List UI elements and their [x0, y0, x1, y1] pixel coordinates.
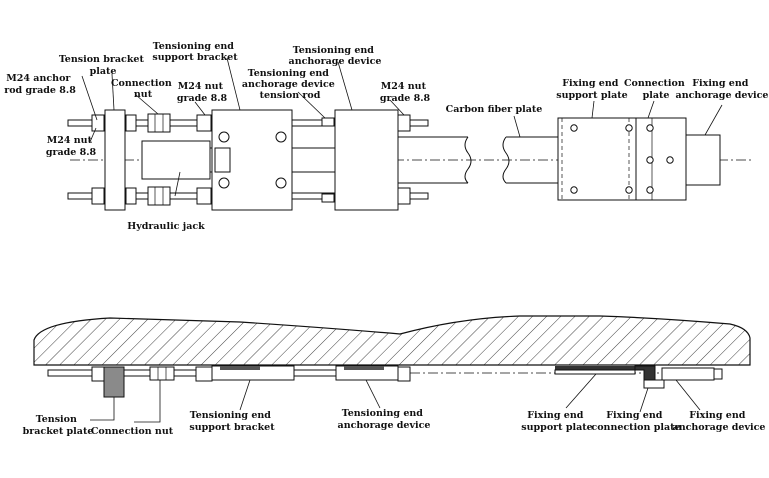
label-m24-nut-right: M24 nut grade 8.8: [380, 81, 431, 104]
plan-view-leaders: [81, 57, 723, 197]
tensioning-end-anchorage-device: [334, 109, 399, 211]
concrete-beam: [33, 315, 751, 366]
label-fixing-end-support-plate: Fixing end support plate: [556, 78, 627, 101]
connection-nut-elev: [149, 366, 175, 381]
fixing-end-anchorage-device: [685, 134, 721, 186]
tension-rod: [289, 147, 341, 173]
label-m24-nut-mid: M24 nut grade 8.8: [177, 81, 228, 104]
carbon-fiber-plate: [395, 136, 560, 184]
plan-view: [67, 109, 752, 211]
fixing-end-anchorage-device-elev: [661, 367, 723, 381]
tension-bracket-plate-elev: [103, 366, 125, 398]
elevation-leaders: [90, 373, 701, 423]
label-tensioning-end-support-bracket: Tensioning end support bracket: [152, 41, 238, 63]
fixing-end-connection-plate-elev: [634, 365, 665, 389]
label-elev-tensioning-end-anchorage-device: Tensioning end anchorage device: [338, 408, 431, 431]
tensioning-end-support-bracket-elev: [211, 365, 295, 381]
rod-tabs: [321, 117, 335, 203]
label-elev-fixing-end-support-plate: Fixing end support plate: [521, 410, 592, 433]
label-hydraulic-jack: Hydraulic jack: [127, 221, 205, 232]
label-connection-plate: Connection plate: [624, 78, 688, 101]
label-fixing-end-anchorage-device: Fixing end anchorage device: [676, 78, 769, 101]
elevation-view: [33, 315, 751, 398]
fixing-end-support-plate-elev: [554, 366, 636, 375]
label-tensioning-end-anchorage-device: Tensioning end anchorage device: [289, 45, 382, 67]
tensioning-end-support-bracket: [211, 109, 293, 211]
label-carbon-fiber-plate: Carbon fiber plate: [446, 104, 543, 115]
label-elev-tensioning-end-support-bracket: Tensioning end support bracket: [189, 410, 275, 433]
connection-nuts: [147, 113, 171, 206]
label-elev-fixing-end-connection-plate: Fixing end connection plate: [591, 410, 680, 433]
label-elev-tension-bracket-plate: Tension bracket plate: [23, 414, 94, 437]
label-connection-nut-plan: Connection nut: [111, 78, 175, 100]
label-tension-rod: Tensioning end anchorage device tension …: [242, 68, 338, 101]
connection-plate: [635, 117, 687, 201]
fixing-end-support-plate: [557, 117, 637, 201]
tension-bracket-plate: [104, 109, 126, 211]
m24-nuts-left: [91, 114, 137, 205]
label-tension-bracket-plate: Tension bracket plate: [59, 54, 147, 77]
m24-nuts-right: [397, 114, 411, 205]
label-m24-nut-left: M24 nut grade 8.8: [46, 135, 97, 158]
tensioning-end-anchorage-device-elev: [335, 365, 411, 382]
label-elev-connection-nut: Connection nut: [91, 426, 174, 437]
label-m24-anchor-rod: M24 anchor rod grade 8.8: [4, 73, 76, 96]
m24-nuts-mid: [196, 114, 212, 205]
label-elev-fixing-end-anchorage-device: Fixing end anchorage device: [673, 410, 766, 433]
